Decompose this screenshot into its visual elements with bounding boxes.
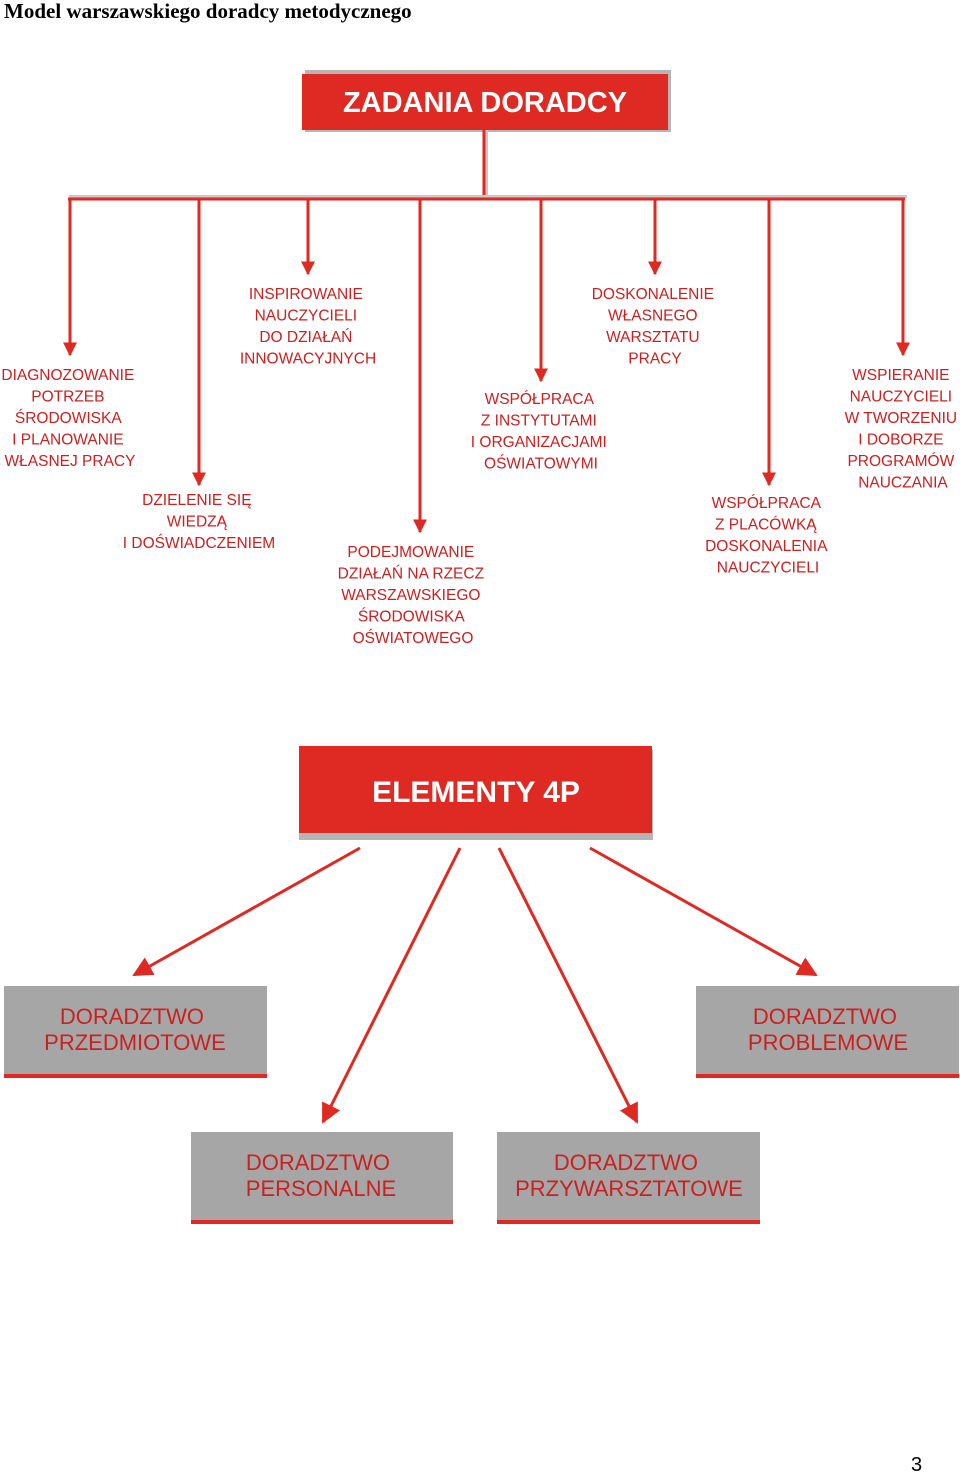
tasks-bar-shadow xyxy=(69,195,907,198)
page-number: 3 xyxy=(911,1454,923,1476)
task-label-5: WSPÓŁPRACA Z INSTYTUTAMI I ORGANIZACJAMI… xyxy=(471,391,611,473)
task-label-6: DOSKONALENIE WŁASNEGO WARSZTATU PRACY xyxy=(592,286,719,368)
tasks-diagram: ZADANIA DORADCY DIAGNOZOWANIE POTRZEB ŚR… xyxy=(1,70,960,647)
task-label-7: WSPÓŁPRACA Z PLACÓWKĄ DOSKONALENIA NAUCZ… xyxy=(705,495,831,577)
element-box-personalne-underline xyxy=(191,1220,453,1224)
element-arrow-1 xyxy=(132,846,361,977)
tasks-header-label: ZADANIA DORADCY xyxy=(343,87,627,119)
element-arrow-3 xyxy=(321,847,462,1124)
element-label-personalne: DORADZTWO PERSONALNE xyxy=(246,1150,396,1201)
element-arrows xyxy=(132,846,818,1124)
element-box-przedmiotowe xyxy=(4,986,267,1074)
element-box-personalne xyxy=(191,1132,453,1220)
task-label-8: WSPIERANIE NAUCZYCIELI W TWORZENIU I DOB… xyxy=(845,367,960,492)
elements-header-label: ELEMENTY 4P xyxy=(372,776,580,809)
elements-diagram: ELEMENTY 4P DORADZTWO PRZEDMIOTOWE DORAD… xyxy=(4,746,959,1224)
task-arrows xyxy=(63,199,910,534)
element-box-przywarsztatowe xyxy=(497,1132,760,1220)
element-label-przywarsztatowe: DORADZTWO PRZYWARSZTATOWE xyxy=(515,1150,743,1201)
task-label-2: DZIELENIE SIĘ WIEDZĄ I DOŚWIADCZENIEM xyxy=(123,492,275,552)
task-label-3: INSPIROWANIE NAUCZYCIELI DO DZIAŁAŃ INNO… xyxy=(240,286,376,368)
element-label-przedmiotowe: DORADZTWO PRZEDMIOTOWE xyxy=(44,1004,226,1055)
element-arrow-2 xyxy=(589,846,818,977)
element-box-problemowe xyxy=(696,986,959,1074)
tasks-header-box xyxy=(302,74,668,130)
page-title: Model warszawskiego doradcy metodycznego xyxy=(4,0,412,23)
element-box-przywarsztatowe-underline xyxy=(497,1220,760,1224)
element-box-przedmiotowe-underline xyxy=(4,1074,267,1078)
element-arrow-4 xyxy=(497,847,639,1124)
elements-header-box xyxy=(299,746,652,833)
tasks-stem-shadow xyxy=(485,130,488,200)
task-label-1: DIAGNOZOWANIE POTRZEB ŚRODOWISKA I PLANO… xyxy=(1,367,138,470)
task-label-4: PODEJMOWANIE DZIAŁAŃ NA RZECZ WARSZAWSKI… xyxy=(338,544,489,647)
element-box-problemowe-underline xyxy=(696,1074,959,1078)
element-label-problemowe: DORADZTWO PROBLEMOWE xyxy=(748,1004,908,1055)
